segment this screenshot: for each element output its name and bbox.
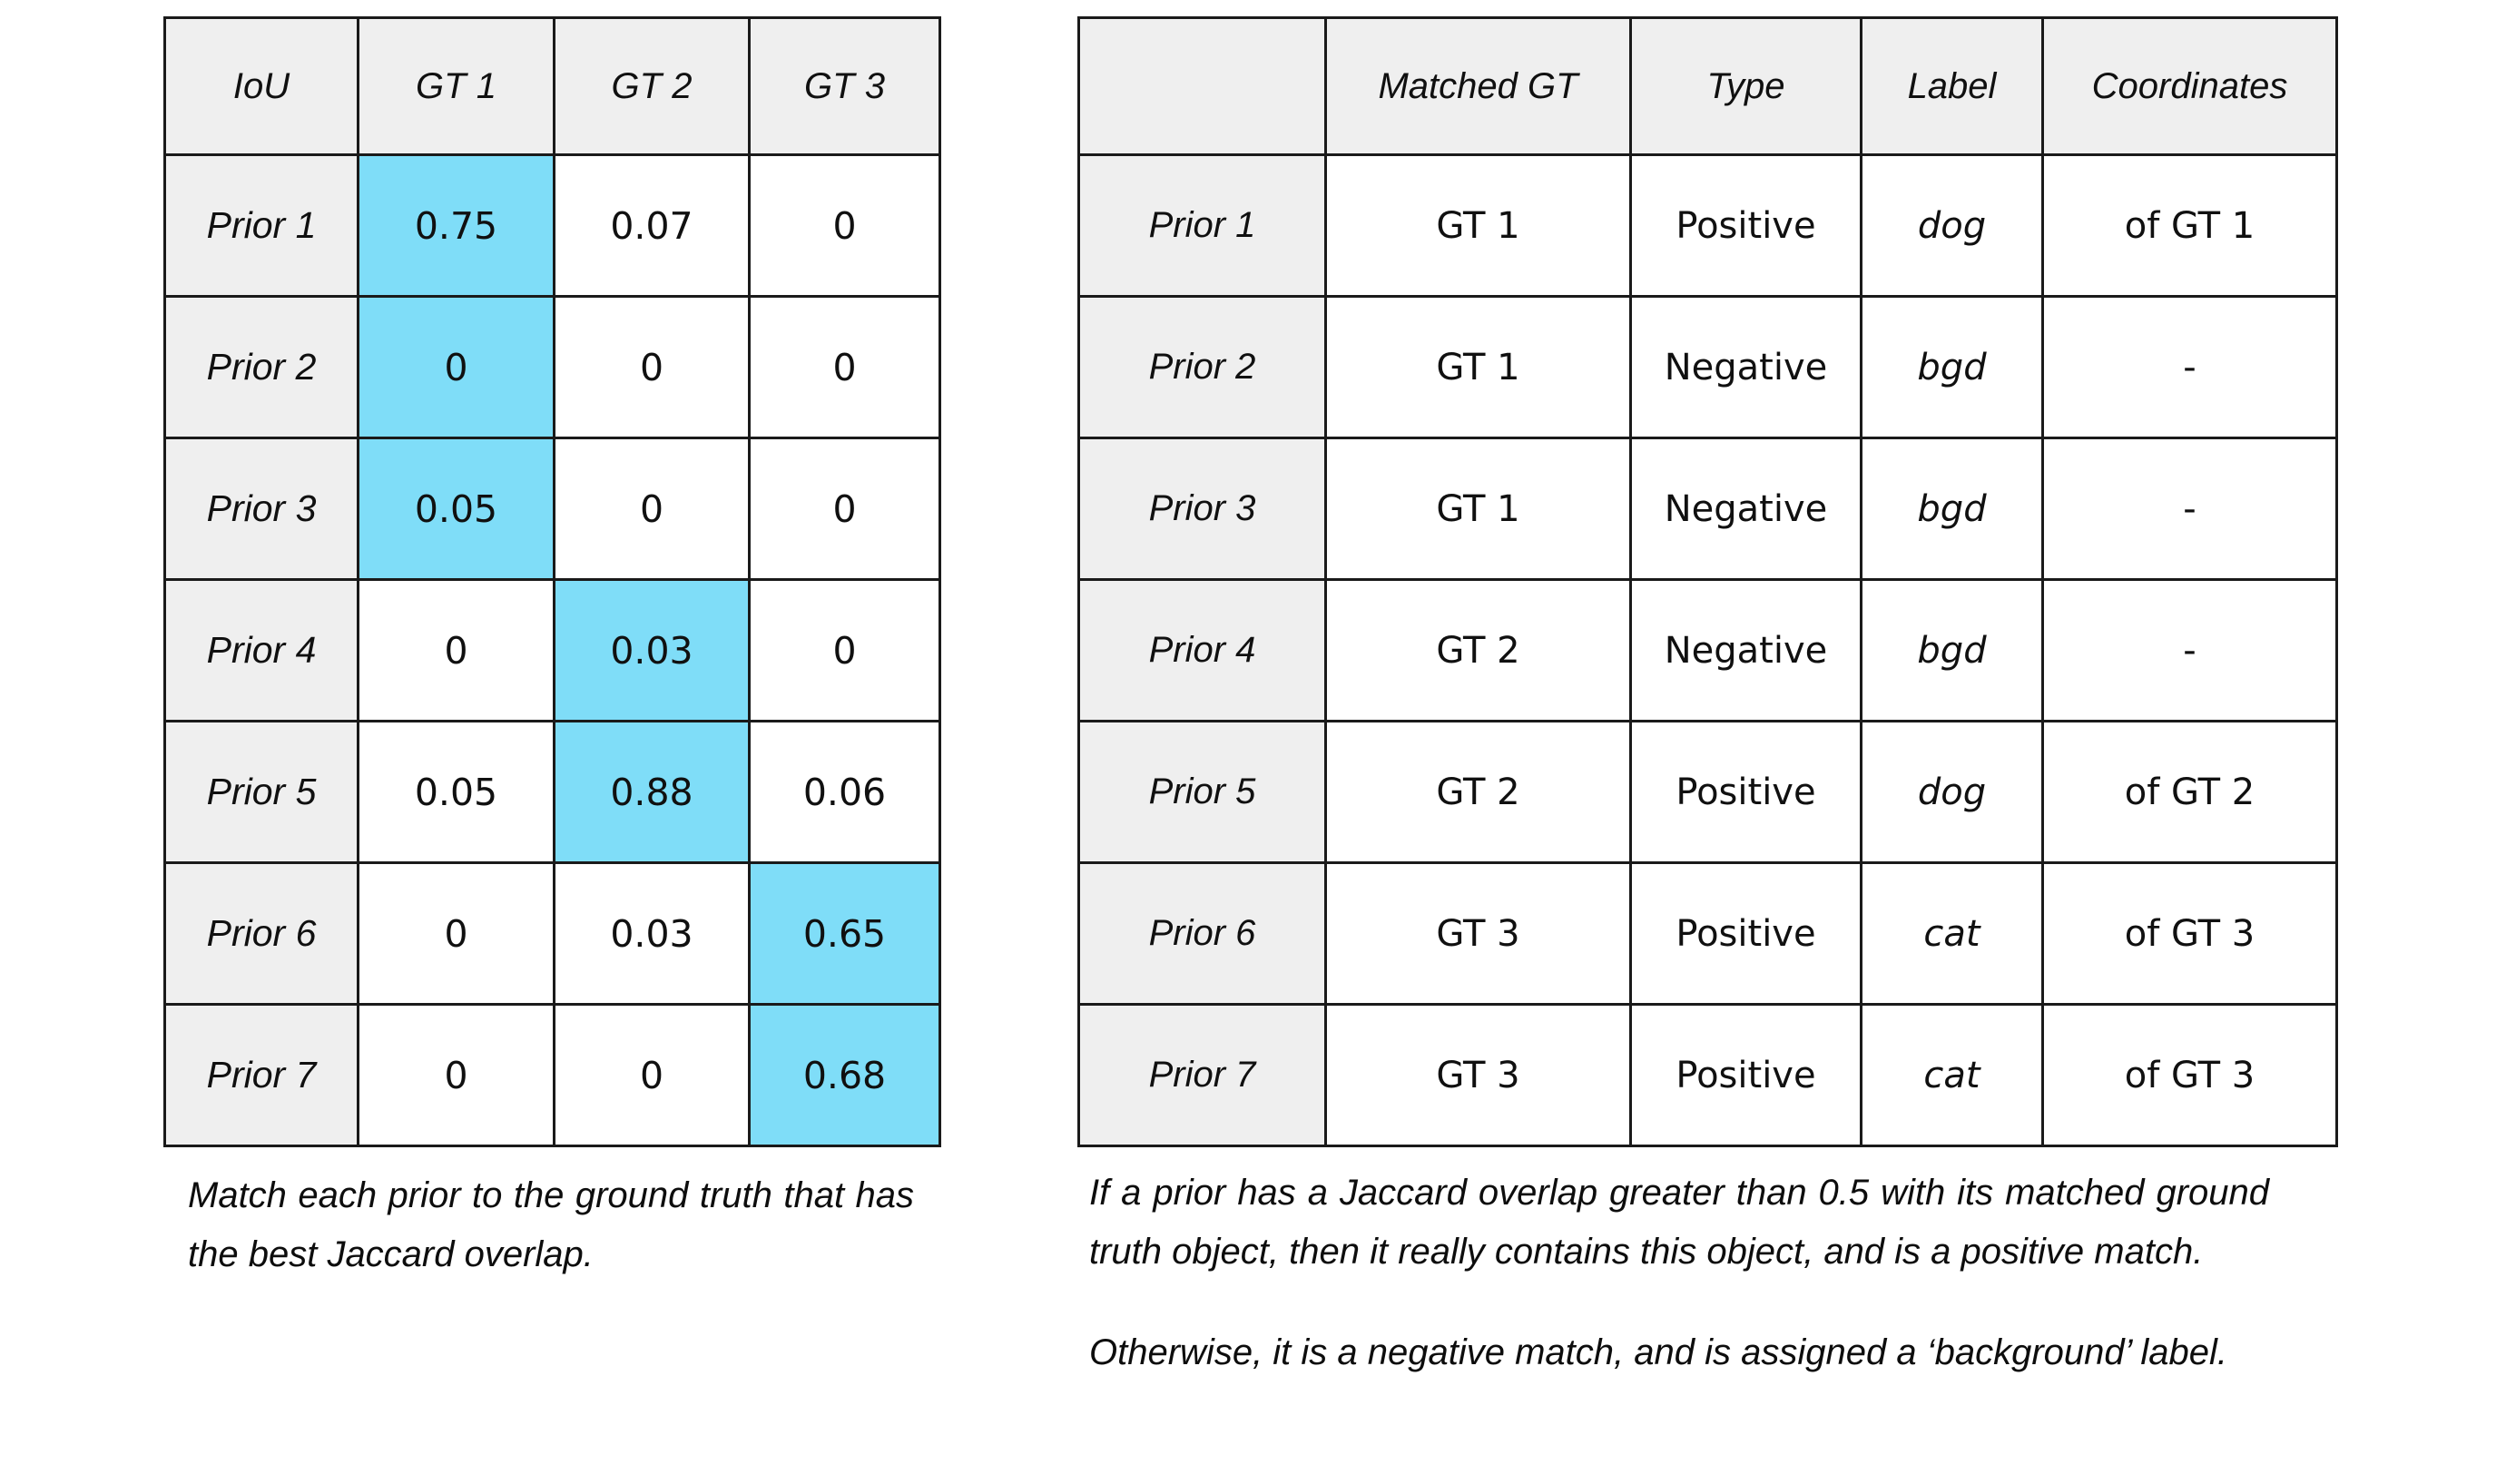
matched-gt-cell: GT 1 (1324, 437, 1632, 581)
iou-cell: 0.07 (553, 153, 751, 298)
right-caption-paragraph-1: If a prior has a Jaccard overlap greater… (1089, 1173, 2269, 1272)
match-table-head: Matched GT Type Label Coordinates (1077, 16, 2338, 156)
iou-cell: 0.03 (553, 578, 751, 722)
match-header-matched-gt: Matched GT (1324, 16, 1632, 156)
iou-row-label: Prior 1 (163, 153, 359, 298)
class-label-cell: dog (1860, 153, 2044, 298)
class-label-cell: bgd (1860, 437, 2044, 581)
table-row: Prior 4 GT 2 Negative bgd - (1077, 578, 2338, 722)
class-label-cell: dog (1860, 720, 2044, 864)
table-row: Prior 7 GT 3 Positive cat of GT 3 (1077, 1003, 2338, 1147)
table-row: Prior 6 0 0.03 0.65 (163, 861, 941, 1006)
type-cell: Negative (1629, 578, 1862, 722)
matched-gt-cell: GT 2 (1324, 720, 1632, 864)
right-caption: If a prior has a Jaccard overlap greater… (1089, 1164, 2269, 1381)
table-row: Prior 2 0 0 0 (163, 295, 941, 439)
left-caption-text: Match each prior to the ground truth tha… (188, 1175, 914, 1274)
match-header-type: Type (1629, 16, 1862, 156)
iou-cell: 0.06 (748, 720, 941, 864)
iou-cell: 0 (553, 295, 751, 439)
type-cell: Negative (1629, 295, 1862, 439)
left-caption: Match each prior to the ground truth tha… (188, 1166, 914, 1284)
class-label-cell: bgd (1860, 295, 2044, 439)
iou-matrix-table: IoU GT 1 GT 2 GT 3 Prior 1 0.75 0.07 0 P… (163, 16, 941, 1147)
coordinates-cell: of GT 3 (2041, 861, 2338, 1006)
iou-cell: 0.75 (357, 153, 555, 298)
iou-cell: 0.05 (357, 437, 555, 581)
match-header-blank (1077, 16, 1327, 156)
type-cell: Positive (1629, 861, 1862, 1006)
iou-cell: 0 (748, 578, 941, 722)
iou-row-label: Prior 6 (163, 861, 359, 1006)
matched-gt-cell: GT 3 (1324, 1003, 1632, 1147)
right-caption-paragraph-2: Otherwise, it is a negative match, and i… (1089, 1332, 2228, 1372)
match-row-label: Prior 6 (1077, 861, 1327, 1006)
iou-cell: 0 (553, 1003, 751, 1147)
table-row: Prior 3 GT 1 Negative bgd - (1077, 437, 2338, 581)
iou-row-label: Prior 4 (163, 578, 359, 722)
iou-cell: 0.03 (553, 861, 751, 1006)
table-row: Prior 6 GT 3 Positive cat of GT 3 (1077, 861, 2338, 1006)
matched-gt-cell: GT 3 (1324, 861, 1632, 1006)
table-row: Prior 1 GT 1 Positive dog of GT 1 (1077, 153, 2338, 298)
match-header-label: Label (1860, 16, 2044, 156)
type-cell: Negative (1629, 437, 1862, 581)
iou-cell: 0 (748, 153, 941, 298)
iou-cell: 0 (357, 861, 555, 1006)
type-cell: Positive (1629, 1003, 1862, 1147)
coordinates-cell: of GT 2 (2041, 720, 2338, 864)
iou-table-body: Prior 1 0.75 0.07 0 Prior 2 0 0 0 Prior … (163, 153, 941, 1147)
match-row-label: Prior 4 (1077, 578, 1327, 722)
match-row-label: Prior 5 (1077, 720, 1327, 864)
matched-gt-cell: GT 1 (1324, 295, 1632, 439)
iou-cell: 0.68 (748, 1003, 941, 1147)
iou-cell: 0.05 (357, 720, 555, 864)
class-label-cell: cat (1860, 861, 2044, 1006)
match-table-body: Prior 1 GT 1 Positive dog of GT 1 Prior … (1077, 153, 2338, 1147)
table-row: Prior 2 GT 1 Negative bgd - (1077, 295, 2338, 439)
table-row: Prior 1 0.75 0.07 0 (163, 153, 941, 298)
coordinates-cell: of GT 3 (2041, 1003, 2338, 1147)
iou-header-gt-1: GT 1 (357, 16, 555, 156)
iou-row-label: Prior 2 (163, 295, 359, 439)
class-label-cell: cat (1860, 1003, 2044, 1147)
match-row-label: Prior 2 (1077, 295, 1327, 439)
match-row-label: Prior 7 (1077, 1003, 1327, 1147)
table-row: Prior 5 GT 2 Positive dog of GT 2 (1077, 720, 2338, 864)
iou-header-gt-2: GT 2 (553, 16, 751, 156)
match-header-coordinates: Coordinates (2041, 16, 2338, 156)
iou-header-iou: IoU (163, 16, 359, 156)
type-cell: Positive (1629, 153, 1862, 298)
iou-cell: 0.65 (748, 861, 941, 1006)
coordinates-cell: - (2041, 578, 2338, 722)
match-row-label: Prior 1 (1077, 153, 1327, 298)
iou-cell: 0 (748, 437, 941, 581)
iou-header-gt-3: GT 3 (748, 16, 941, 156)
matched-gt-cell: GT 1 (1324, 153, 1632, 298)
match-summary-table: Matched GT Type Label Coordinates Prior … (1077, 16, 2338, 1147)
iou-cell: 0 (357, 578, 555, 722)
iou-row-label: Prior 7 (163, 1003, 359, 1147)
coordinates-cell: - (2041, 437, 2338, 581)
coordinates-cell: - (2041, 295, 2338, 439)
iou-cell: 0 (357, 1003, 555, 1147)
iou-cell: 0 (357, 295, 555, 439)
table-row: Prior 4 0 0.03 0 (163, 578, 941, 722)
iou-cell: 0 (748, 295, 941, 439)
matched-gt-cell: GT 2 (1324, 578, 1632, 722)
class-label-cell: bgd (1860, 578, 2044, 722)
iou-cell: 0.88 (553, 720, 751, 864)
iou-row-label: Prior 3 (163, 437, 359, 581)
table-row: Prior 7 0 0 0.68 (163, 1003, 941, 1147)
iou-table-head: IoU GT 1 GT 2 GT 3 (163, 16, 941, 156)
iou-row-label: Prior 5 (163, 720, 359, 864)
iou-header-row: IoU GT 1 GT 2 GT 3 (163, 16, 941, 156)
iou-cell: 0 (553, 437, 751, 581)
match-row-label: Prior 3 (1077, 437, 1327, 581)
match-header-row: Matched GT Type Label Coordinates (1077, 16, 2338, 156)
coordinates-cell: of GT 1 (2041, 153, 2338, 298)
table-row: Prior 5 0.05 0.88 0.06 (163, 720, 941, 864)
type-cell: Positive (1629, 720, 1862, 864)
table-row: Prior 3 0.05 0 0 (163, 437, 941, 581)
